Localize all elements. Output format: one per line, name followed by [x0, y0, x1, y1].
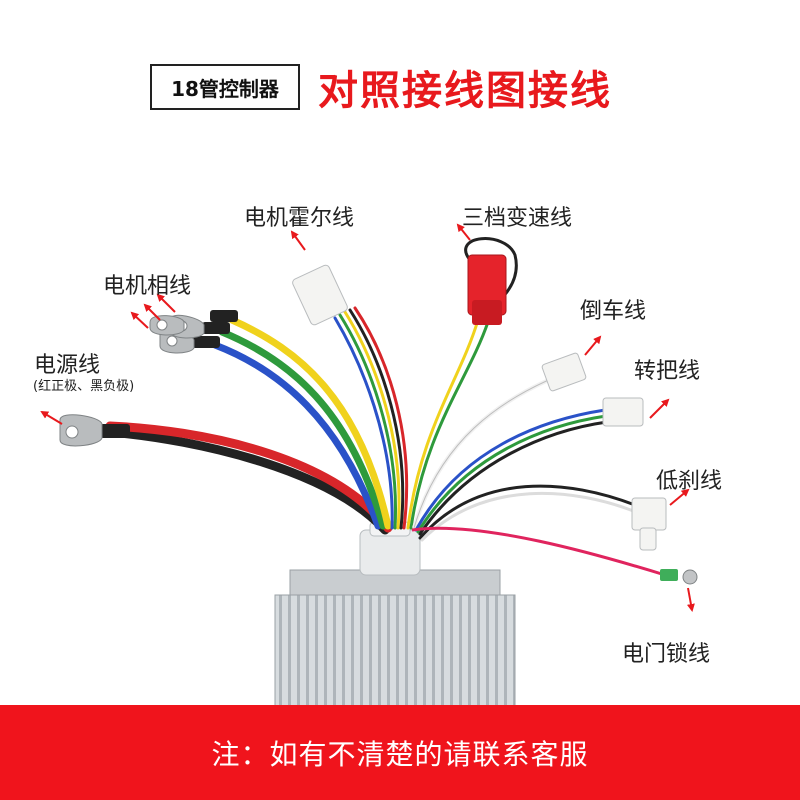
annotation-arrows	[40, 223, 695, 612]
controller-housing	[274, 521, 516, 711]
power-terminal	[59, 414, 130, 447]
label-hall-wire: 电机霍尔线	[244, 206, 355, 231]
label-power-wire: 电源线	[34, 353, 101, 378]
label-phase-wire: 电机相线	[103, 274, 192, 299]
phase-wires	[211, 316, 392, 530]
label-reverse-wire: 倒车线	[580, 299, 647, 324]
brake-connector	[631, 497, 667, 551]
phase-terminals	[149, 310, 238, 354]
footer-banner: 注：如有不清楚的请联系客服	[0, 705, 800, 800]
label-speed-wire: 三档变速线	[462, 206, 573, 231]
speed-wires	[406, 237, 518, 530]
label-throttle-wire: 转把线	[634, 359, 701, 384]
label-brake-wire: 低刹线	[656, 469, 723, 494]
label-power-note: (红正极、黑负极)	[33, 379, 135, 394]
lock-wire	[411, 526, 698, 585]
hall-connector	[292, 264, 348, 326]
speed-connector	[467, 254, 507, 325]
throttle-wires	[414, 408, 609, 536]
footer-note: 注：如有不清楚的请联系客服	[211, 737, 589, 771]
power-wires	[105, 421, 393, 535]
reverse-wire	[412, 352, 587, 529]
controller-type-badge: 18管控制器	[150, 64, 300, 110]
brake-wires	[418, 484, 638, 542]
page-title: 对照接线图接线	[318, 68, 612, 114]
label-lock-wire: 电门锁线	[622, 642, 711, 667]
throttle-connector	[602, 397, 644, 427]
hall-wires	[333, 306, 409, 530]
